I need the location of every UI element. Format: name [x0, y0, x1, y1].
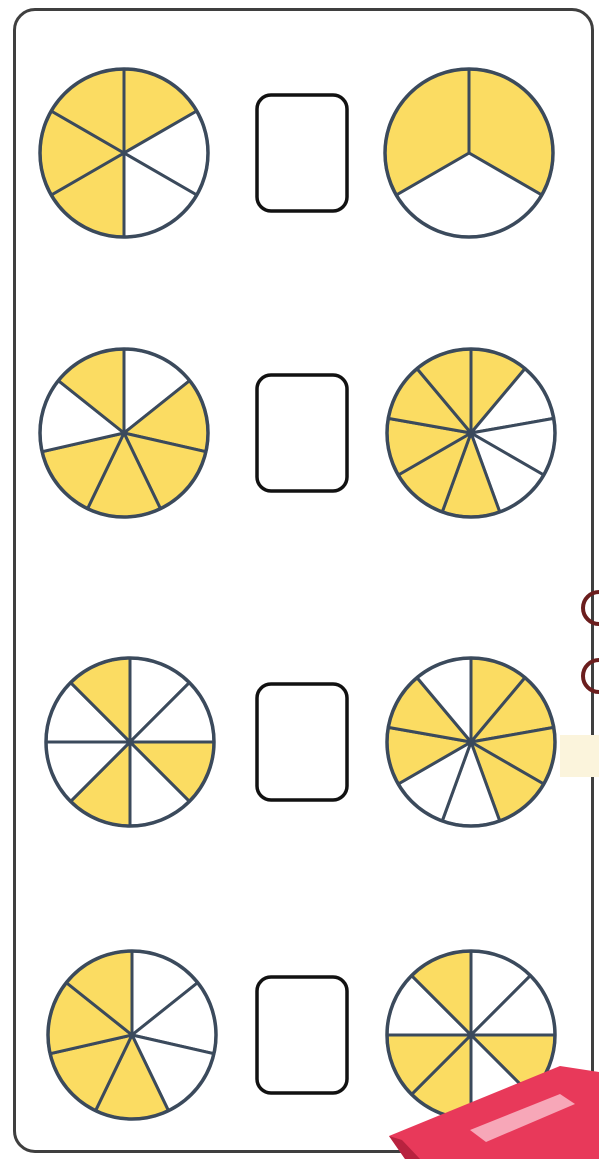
fraction-pie-left [46, 658, 214, 826]
fraction-pie-left [48, 951, 216, 1119]
fraction-pie-right [387, 349, 555, 517]
fraction-pie-left [40, 349, 208, 517]
comparison-answer-box[interactable] [257, 684, 347, 800]
edge-fragment [583, 592, 599, 624]
fraction-pie-right [385, 69, 553, 237]
comparison-answer-box[interactable] [257, 375, 347, 491]
comparison-answer-box[interactable] [257, 977, 347, 1093]
edge-strip [560, 735, 599, 777]
edge-fragment [583, 660, 599, 692]
fraction-pie-right [387, 658, 555, 826]
comparison-answer-box[interactable] [257, 95, 347, 211]
fraction-pie-left [40, 69, 208, 237]
